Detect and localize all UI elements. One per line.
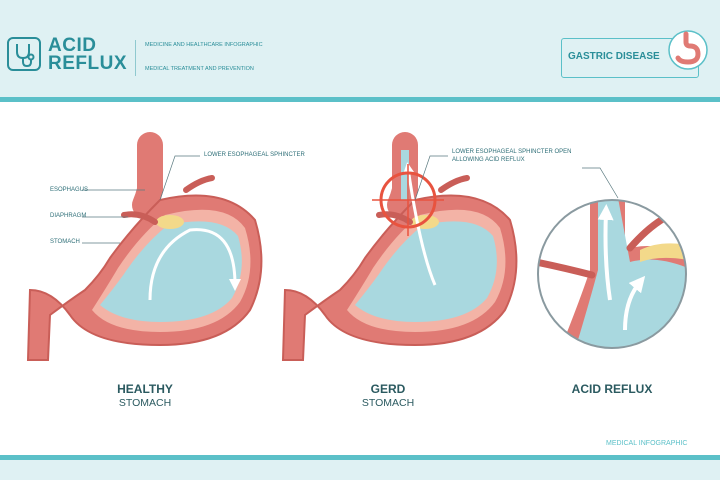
les-open-label-line-2: ALLOWING ACID REFLUX (452, 157, 525, 163)
gerd-caption: GERD STOMACH (318, 382, 458, 410)
header-separator (135, 40, 136, 76)
esophagus-label: ESOPHAGUS (50, 187, 89, 193)
healthy-stomach (26, 132, 263, 361)
les-open-label-line-1: LOWER ESOPHAGEAL SPHINCTER OPEN (452, 149, 572, 155)
brand-line-2: REFLUX (48, 53, 127, 74)
logo-frame (7, 37, 41, 71)
stomach-label: STOMACH (50, 239, 80, 245)
footer-divider (0, 455, 720, 460)
acid-reflux-zoom (537, 199, 687, 349)
healthy-caption-main: HEALTHY (117, 382, 173, 396)
leader-lines (82, 155, 619, 244)
subtitle-line-2: MEDICAL TREATMENT AND PREVENTION (145, 66, 254, 72)
stomach-icon (668, 30, 708, 70)
footer-label: MEDICAL INFOGRAPHIC (606, 440, 688, 447)
brand-line-1: ACID (48, 35, 97, 56)
header-divider (0, 97, 720, 102)
reflux-diagram (26, 132, 687, 361)
gerd-caption-sub: STOMACH (361, 397, 415, 409)
gastric-disease-label: GASTRIC DISEASE (568, 51, 660, 62)
subtitle-line-1: MEDICINE AND HEALTHCARE INFOGRAPHIC (145, 42, 263, 48)
reflux-caption: ACID REFLUX (542, 382, 682, 397)
gerd-caption-main: GERD (370, 382, 406, 396)
reflux-caption-main: ACID REFLUX (571, 382, 653, 396)
healthy-caption: HEALTHY STOMACH (75, 382, 215, 410)
stethoscope-icon (16, 44, 35, 68)
healthy-caption-sub: STOMACH (118, 397, 172, 409)
gerd-stomach (281, 132, 518, 361)
diaphragm-label: DIAPHRAGM (50, 213, 87, 219)
brand-title: ACID REFLUX (48, 35, 127, 74)
les-label: LOWER ESOPHAGEAL SPHINCTER (204, 152, 305, 158)
